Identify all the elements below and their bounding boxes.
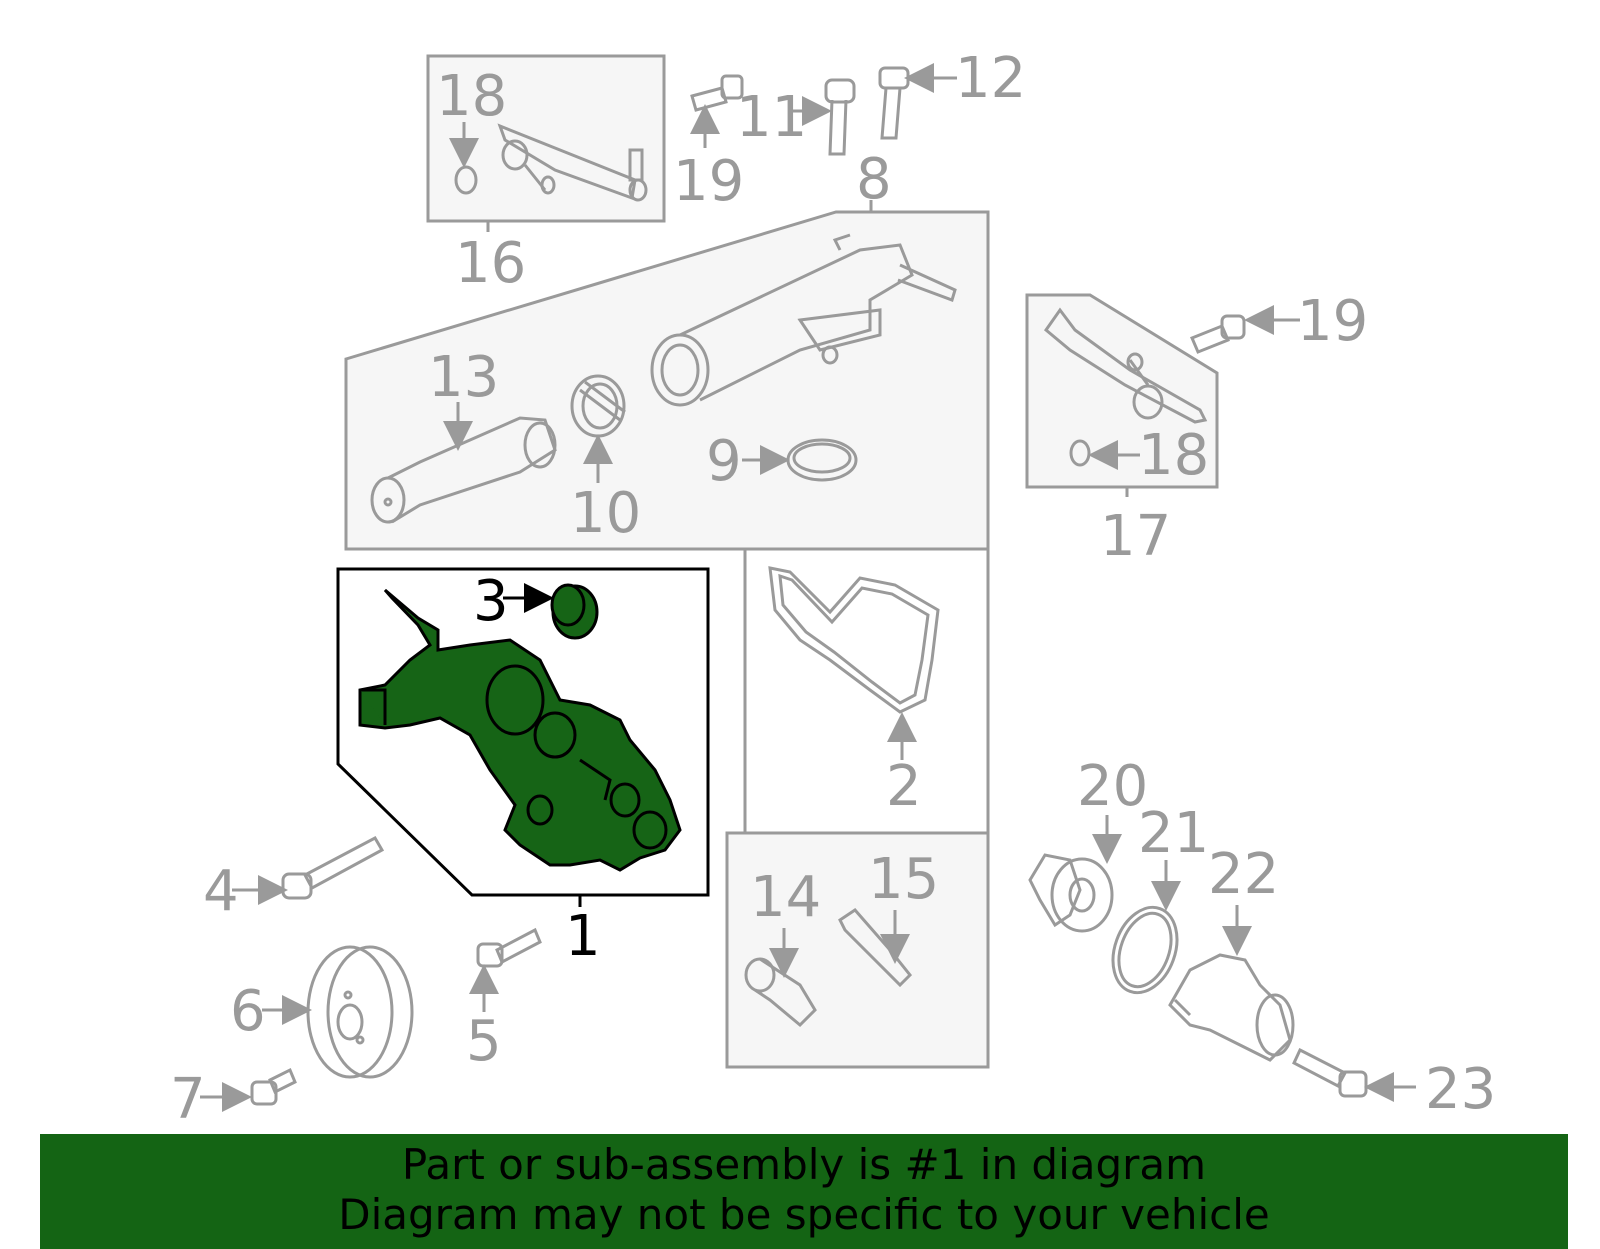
bolt-part-5 <box>476 927 542 968</box>
seal-part-3 <box>550 583 599 640</box>
callout-8: 8 <box>856 147 892 212</box>
callout-4: 4 <box>203 859 239 924</box>
callout-3: 3 <box>473 569 509 634</box>
callout-18-right: 18 <box>1138 423 1209 488</box>
bypass-hose-part-16 <box>497 123 648 202</box>
coolant-tube-part-13 <box>370 416 557 524</box>
sensor-part-15 <box>838 908 913 988</box>
callout-18-top: 18 <box>436 64 507 129</box>
gasket-part-2 <box>768 566 940 714</box>
group-8-box <box>344 200 990 551</box>
group-1-box <box>336 567 710 907</box>
bolt-part-7 <box>250 1067 297 1106</box>
bolt-part-19-right <box>1190 314 1246 354</box>
pulley-part-6 <box>306 945 414 1079</box>
group-16-box <box>426 54 666 232</box>
callout-22: 22 <box>1208 842 1279 907</box>
callout-1: 1 <box>565 904 601 969</box>
group-17-box <box>1025 293 1219 497</box>
callout-10: 10 <box>570 481 641 546</box>
banner-line-1: Part or sub-assembly is #1 in diagram <box>401 1140 1207 1189</box>
bolt-part-23 <box>1292 1047 1368 1098</box>
callout-11: 11 <box>736 85 807 150</box>
callout-23: 23 <box>1425 1057 1496 1122</box>
coolant-pipe-part-8 <box>650 233 957 407</box>
callout-14: 14 <box>750 865 821 930</box>
group-2-box <box>743 547 990 835</box>
callout-19-right: 19 <box>1297 289 1368 354</box>
banner-line-2: Diagram may not be specific to your vehi… <box>338 1190 1270 1239</box>
bypass-hose-part-17 <box>1043 307 1208 424</box>
callout-2: 2 <box>886 754 922 819</box>
seal-part-21 <box>1111 905 1179 995</box>
callout-5: 5 <box>466 1009 502 1074</box>
bolt-part-19-top <box>690 74 744 112</box>
thermostat-housing-part-22 <box>1168 953 1295 1062</box>
bolt-part-12 <box>878 66 910 140</box>
callout-16: 16 <box>455 231 526 296</box>
notice-banner: Part or sub-assembly is #1 in diagram Di… <box>40 1134 1568 1249</box>
callout-9: 9 <box>706 429 742 494</box>
callout-6: 6 <box>230 979 266 1044</box>
callout-19-top: 19 <box>673 149 744 214</box>
thermostat-part-20 <box>1028 853 1114 933</box>
bolt-part-4 <box>281 836 385 900</box>
callout-17: 17 <box>1100 504 1171 569</box>
callout-21: 21 <box>1138 801 1209 866</box>
callout-13: 13 <box>428 345 499 410</box>
bolt-part-11 <box>824 78 856 156</box>
callout-20: 20 <box>1077 754 1148 819</box>
callout-7: 7 <box>170 1067 206 1132</box>
callout-12: 12 <box>955 46 1026 111</box>
water-pump-housing-part-1 <box>358 588 682 872</box>
callout-15: 15 <box>868 847 939 912</box>
group-14-15-box <box>725 831 990 1069</box>
